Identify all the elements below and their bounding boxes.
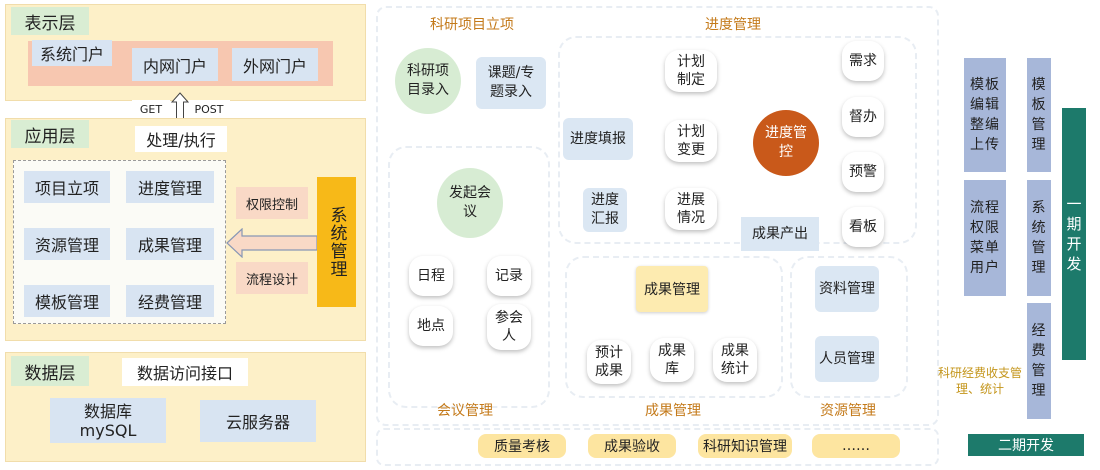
participants[interactable]: 参会人 [487,304,531,350]
get-label: GET [132,100,170,118]
warning[interactable]: 预警 [842,152,884,192]
results-title: 成果管理 [645,403,701,419]
progress-control[interactable]: 进度管控 [753,110,819,176]
results-library[interactable]: 成果库 [650,338,694,382]
cloud-server[interactable]: 云服务器 [200,400,316,442]
left-arrow-icon [226,228,318,258]
system-mgmt-phase-label: 系统管理 [1031,200,1047,276]
database-label: 数据库 [83,401,132,421]
results-region [565,256,783,398]
progress-status[interactable]: 进展情况 [665,188,717,230]
fund-mgmt-phase-label: 经费管理 [1031,323,1047,399]
resources-region [790,256,908,398]
module-results-mgmt[interactable]: 成果管理 [126,228,214,260]
results-mgmt-box[interactable]: 成果管理 [636,266,708,312]
system-mgmt-phase[interactable]: 系统管理 [1027,180,1051,296]
results-statistics[interactable]: 成果统计 [713,338,757,382]
topic-entry-label: 课题/专题录入 [487,65,535,100]
module-fund-mgmt[interactable]: 经费管理 [126,285,214,317]
progress-status-label: 进展情况 [677,192,705,226]
template-edit-upload[interactable]: 模板编辑整编上传 [964,58,1006,172]
project-setup-title: 科研项目立项 [430,17,514,33]
workflow-design[interactable]: 流程设计 [236,262,308,294]
phase-two-development[interactable]: 二期开发 [968,434,1084,456]
presentation-layer-title: 表示层 [11,7,89,35]
system-management-block[interactable]: 系统管理 [317,177,356,307]
permission-control[interactable]: 权限控制 [236,187,308,219]
resources-title: 资源管理 [820,403,876,419]
research-project-entry-label: 科研项目录入 [407,63,449,98]
application-layer-title: 应用层 [11,120,89,148]
supervise[interactable]: 督办 [842,97,884,137]
fund-note-label: 科研经费收支管理、统计 [937,366,1022,396]
initiate-meeting-label: 发起会议 [449,185,491,220]
knowledge-mgmt[interactable]: 科研知识管理 [698,434,792,458]
progress-report-label: 进度汇报 [591,192,619,227]
results-acceptance[interactable]: 成果验收 [588,434,676,458]
template-edit-upload-label: 模板编辑整编上传 [970,77,1000,153]
schedule[interactable]: 日程 [409,256,453,296]
results-library-label: 成果库 [658,343,686,377]
plan-make-label: 计划制定 [677,54,705,88]
more-items[interactable]: …… [812,434,900,458]
meeting-title: 会议管理 [437,403,493,419]
module-template-mgmt[interactable]: 模板管理 [24,285,110,317]
expected-results-label: 预计成果 [595,345,623,379]
data-layer-title: 数据层 [11,356,89,386]
data-access-interface[interactable]: 数据访问接口 [122,358,248,386]
progress-region [558,36,917,244]
fund-mgmt-phase[interactable]: 经费管理 [1027,303,1051,419]
results-statistics-label: 成果统计 [721,343,749,377]
topic-entry[interactable]: 课题/专题录入 [476,57,546,109]
workflow-permission-menu-user-label: 流程权限菜单用户 [970,200,1000,276]
intranet-portal[interactable]: 内网门户 [132,48,218,81]
progress-title: 进度管理 [705,17,761,33]
post-label: POST [188,100,230,118]
module-progress-mgmt[interactable]: 进度管理 [126,171,214,203]
initiate-meeting[interactable]: 发起会议 [437,168,503,238]
module-project-setup[interactable]: 项目立项 [24,171,110,203]
expected-results[interactable]: 预计成果 [587,340,631,384]
participants-label: 参会人 [495,310,523,344]
workflow-permission-menu-user[interactable]: 流程权限菜单用户 [964,180,1006,296]
progress-fill[interactable]: 进度填报 [563,118,633,160]
plan-change[interactable]: 计划变更 [665,120,717,162]
middle-region-frame [376,6,939,426]
quality-assessment[interactable]: 质量考核 [478,434,566,458]
record[interactable]: 记录 [487,256,531,296]
database-engine-label: mySQL [79,420,137,440]
progress-control-label: 进度管控 [765,125,807,160]
personnel-mgmt[interactable]: 人员管理 [815,336,879,382]
kanban[interactable]: 看板 [842,207,884,247]
location[interactable]: 地点 [409,306,453,346]
plan-make[interactable]: 计划制定 [665,50,717,92]
process-execute-label: 处理/执行 [135,126,227,152]
meeting-region [388,146,550,408]
fund-note: 科研经费收支管理、统计 [932,364,1028,398]
template-mgmt-phase-label: 模板管理 [1031,77,1047,153]
system-portal-label: 系统门户 [32,40,112,66]
bottom-band [376,428,939,466]
database[interactable]: 数据库 mySQL [50,398,166,443]
materials-mgmt[interactable]: 资料管理 [815,266,879,312]
phase-one-label: 一期开发 [1066,195,1082,273]
progress-report[interactable]: 进度汇报 [583,188,627,232]
research-project-entry[interactable]: 科研项目录入 [395,48,461,114]
phase-one-development[interactable]: 一期开发 [1062,108,1086,360]
demand[interactable]: 需求 [842,41,884,81]
template-mgmt-phase[interactable]: 模板管理 [1027,58,1051,172]
extranet-portal[interactable]: 外网门户 [232,48,318,81]
plan-change-label: 计划变更 [677,124,705,158]
module-resource-mgmt[interactable]: 资源管理 [24,228,110,260]
results-output[interactable]: 成果产出 [741,217,819,251]
